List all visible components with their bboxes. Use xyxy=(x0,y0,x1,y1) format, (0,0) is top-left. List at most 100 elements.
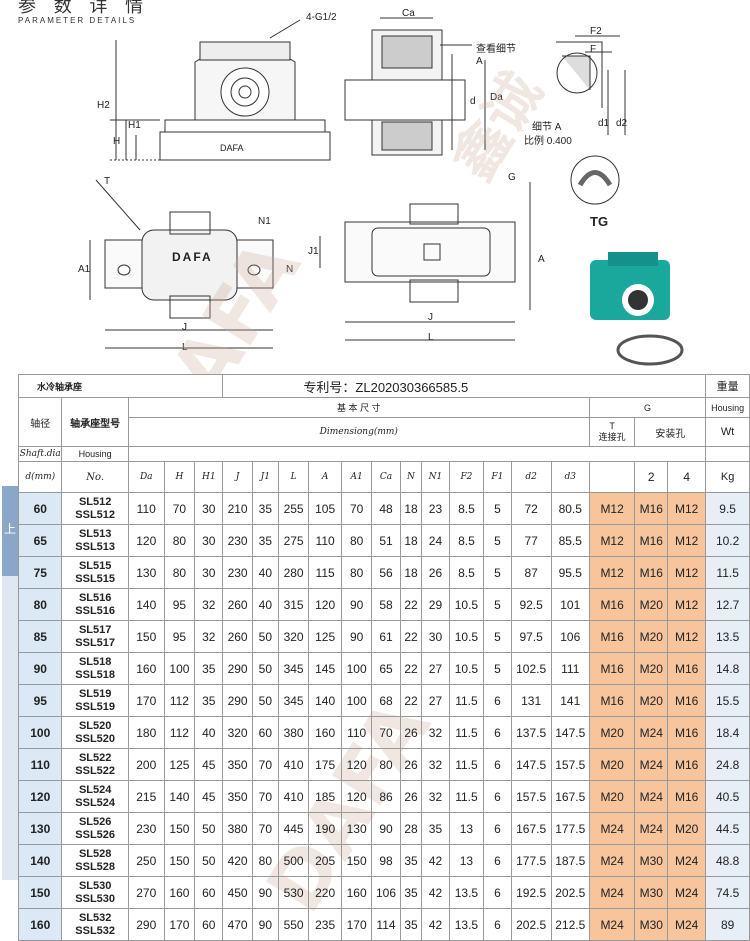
label-h1: H1 xyxy=(128,120,141,131)
label-tg: TG xyxy=(590,214,609,229)
top-view-left xyxy=(89,179,274,349)
cell-holes-2: M16 xyxy=(634,524,669,557)
cell-holes-4: M16 xyxy=(667,716,707,749)
cell-holes-4: M24 xyxy=(667,876,707,909)
cell-d2: 97.5 xyxy=(510,620,552,653)
cell-d2: 137.5 xyxy=(510,716,552,749)
cell-holes-4: M12 xyxy=(667,556,707,589)
cell-t: M12 xyxy=(588,492,636,525)
cell-d2: 192.5 xyxy=(510,876,552,909)
cell-a1: 150 xyxy=(340,844,373,877)
cell-d2: 131 xyxy=(510,684,552,717)
cell-ca: 61 xyxy=(371,620,401,653)
model-sl: SL532 xyxy=(78,911,112,924)
cell-n: 22 xyxy=(399,620,423,653)
cell-ca: 106 xyxy=(371,876,401,909)
cell-j1: 50 xyxy=(251,620,279,653)
cell-d2: 147.5 xyxy=(510,748,552,781)
cell-f2: 11.5 xyxy=(448,716,485,749)
cell-da: 160 xyxy=(127,652,165,685)
cell-t: M20 xyxy=(588,716,636,749)
cell-n: 28 xyxy=(399,812,423,845)
cell-f1: 5 xyxy=(483,556,512,589)
cell-a1: 120 xyxy=(340,748,373,781)
model-sl: SL519 xyxy=(78,687,112,700)
cell-j: 350 xyxy=(222,748,253,781)
cell-a: 175 xyxy=(308,748,342,781)
cell-a: 125 xyxy=(308,620,342,653)
cell-ca: 51 xyxy=(371,524,401,557)
cell-weight: 11.5 xyxy=(705,556,750,589)
cell-h1: 32 xyxy=(194,620,224,653)
cell-ca: 114 xyxy=(371,908,401,941)
col-h: H xyxy=(163,461,196,493)
cell-j1: 90 xyxy=(251,876,279,909)
label-g: G xyxy=(508,172,516,183)
cell-weight: 13.5 xyxy=(705,620,750,653)
header-title-en: PARAMETER DETAILS xyxy=(18,16,137,25)
cell-j: 380 xyxy=(222,812,253,845)
d-mm: d(mm) xyxy=(17,461,63,493)
cell-j: 230 xyxy=(222,524,253,557)
cell-ca: 56 xyxy=(371,556,401,589)
cell-weight: 18.4 xyxy=(705,716,750,749)
cell-j: 230 xyxy=(222,556,253,589)
cell-a: 185 xyxy=(308,780,342,813)
cell-da: 270 xyxy=(127,876,165,909)
cell-d3: 157.5 xyxy=(550,748,590,781)
cell-n: 26 xyxy=(399,780,423,813)
label-h2: H2 xyxy=(97,100,110,111)
cell-j: 450 xyxy=(222,876,253,909)
cell-a: 115 xyxy=(308,556,342,589)
cell-n: 22 xyxy=(399,588,423,621)
cell-j1: 70 xyxy=(251,780,279,813)
label-f2: F2 xyxy=(590,26,602,37)
cell-n: 35 xyxy=(399,876,423,909)
cell-weight: 10.2 xyxy=(705,524,750,557)
g-header: G xyxy=(588,397,707,418)
cell-n1: 29 xyxy=(421,588,450,621)
cell-holes-2: M24 xyxy=(634,748,669,781)
label-l-right: L xyxy=(428,332,434,343)
cell-da: 290 xyxy=(127,908,165,941)
cell-n: 18 xyxy=(399,556,423,589)
cell-d3: 167.5 xyxy=(550,780,590,813)
cell-da: 230 xyxy=(127,812,165,845)
cell-j: 470 xyxy=(222,908,253,941)
cell-a1: 70 xyxy=(340,492,373,525)
cell-n1: 32 xyxy=(421,716,450,749)
cell-d2: 167.5 xyxy=(510,812,552,845)
cell-d2: 72 xyxy=(510,492,552,525)
cell-h: 125 xyxy=(163,748,196,781)
label-j-right: J xyxy=(428,312,433,323)
label-a1: A1 xyxy=(78,264,91,275)
col-a1: A1 xyxy=(340,461,373,493)
col-holes-2: 2 xyxy=(634,461,669,493)
cell-l: 410 xyxy=(277,748,310,781)
basic-dims: 基 本 尺 寸 xyxy=(127,397,590,418)
col-j1: J1 xyxy=(251,461,279,493)
cell-a1: 120 xyxy=(340,780,373,813)
cell-da: 150 xyxy=(127,620,165,653)
cell-a: 220 xyxy=(308,876,342,909)
cell-l: 410 xyxy=(277,780,310,813)
col-da: Da xyxy=(127,461,165,493)
t-label: T xyxy=(609,421,615,431)
cell-holes-4: M16 xyxy=(667,780,707,813)
cell-holes-2: M24 xyxy=(634,812,669,845)
cell-n: 35 xyxy=(399,844,423,877)
cell-weight: 24.8 xyxy=(705,748,750,781)
cell-ca: 98 xyxy=(371,844,401,877)
cell-holes-2: M20 xyxy=(634,652,669,685)
cell-n1: 26 xyxy=(421,556,450,589)
no-label: No. xyxy=(61,461,129,493)
cell-n1: 42 xyxy=(421,908,450,941)
cell-l: 345 xyxy=(277,652,310,685)
product-photo xyxy=(590,252,684,366)
blank-subhead-wt xyxy=(705,446,750,462)
